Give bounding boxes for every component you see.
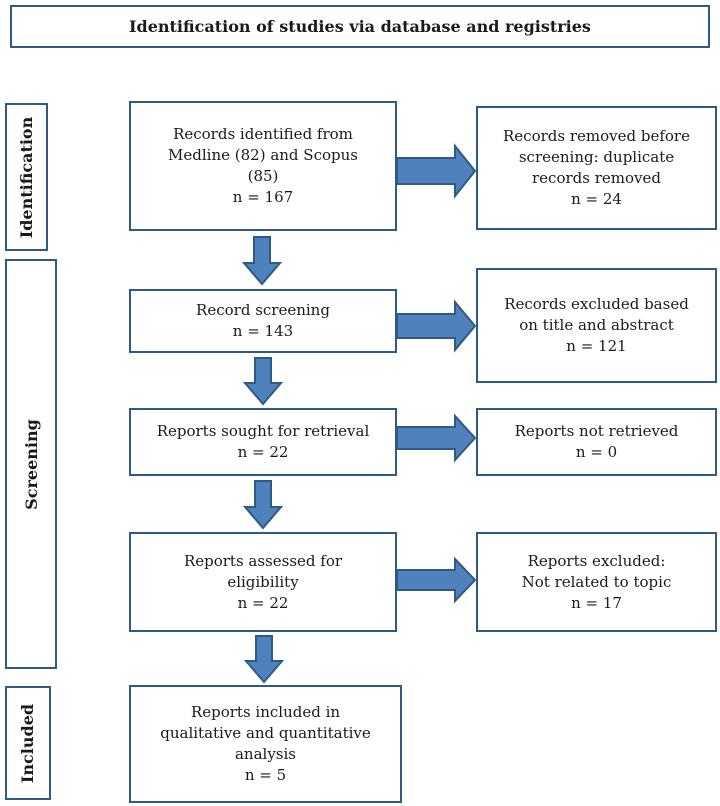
arrow-right-reports-excluded	[396, 556, 477, 604]
arrow-right-excluded	[396, 299, 477, 353]
arrow-down-2	[242, 357, 284, 406]
records-removed-box: Records removed before screening: duplic…	[476, 106, 717, 230]
arrow-down-4	[243, 635, 285, 684]
box-line: Reports included in	[190, 703, 341, 721]
box-line: Records excluded based	[504, 295, 689, 313]
box-line: on title and abstract	[519, 316, 674, 334]
phase-included-label: Included	[18, 703, 38, 783]
arrow-right-not-retrieved	[396, 413, 477, 463]
phase-screening-label: Screening	[21, 418, 41, 510]
records-excluded-box: Records excluded based on title and abst…	[476, 268, 717, 383]
box-line: Not related to topic	[521, 572, 672, 591]
box-line: Reports sought for retrieval	[156, 422, 370, 440]
record-screening-box: Record screening n = 143	[129, 289, 397, 353]
phase-included: Included	[5, 686, 51, 800]
box-count: n = 22	[237, 443, 289, 461]
box-count: n = 5	[244, 766, 287, 784]
reports-assessed-box: Reports assessed for eligibility n = 22	[129, 532, 397, 632]
header-box: Identification of studies via database a…	[10, 5, 710, 48]
box-line: Reports excluded:	[527, 551, 666, 570]
box-line: Records identified from	[173, 125, 353, 143]
box-count: n = 24	[571, 190, 622, 208]
box-count: n = 0	[575, 443, 618, 461]
box-count: n = 17	[571, 593, 622, 612]
box-line: records removed	[532, 169, 661, 187]
reports-excluded-box: Reports excluded: Not related to topic n…	[476, 532, 717, 632]
reports-sought-box: Reports sought for retrieval n = 22	[129, 408, 397, 476]
box-count: n = 22	[237, 593, 289, 612]
box-line: Reports not retrieved	[514, 422, 679, 440]
box-line: Reports assessed for	[183, 551, 343, 570]
arrow-down-1	[241, 236, 283, 286]
box-count: n = 121	[566, 337, 627, 355]
box-line: (85)	[247, 167, 279, 185]
reports-not-retrieved-box: Reports not retrieved n = 0	[476, 408, 717, 476]
arrow-right-removed	[396, 143, 477, 199]
arrow-down-3	[242, 480, 284, 530]
box-line: qualitative and quantitative	[160, 724, 371, 742]
reports-included-box: Reports included in qualitative and quan…	[129, 685, 402, 803]
box-line: analysis	[234, 745, 296, 763]
box-line: screening: duplicate	[518, 148, 675, 166]
box-line: Record screening	[196, 301, 330, 319]
phase-screening: Screening	[5, 259, 57, 669]
records-identified-box: Records identified from Medline (82) and…	[129, 101, 397, 231]
header-title: Identification of studies via database a…	[129, 17, 591, 36]
box-count: n = 167	[232, 188, 294, 206]
box-line: eligibility	[227, 572, 299, 591]
phase-identification: Identification	[5, 103, 48, 251]
phase-identification-label: Identification	[17, 116, 36, 238]
box-count: n = 143	[232, 322, 294, 340]
box-line: Medline (82) and Scopus	[168, 146, 358, 164]
box-line: Records removed before	[503, 127, 690, 145]
